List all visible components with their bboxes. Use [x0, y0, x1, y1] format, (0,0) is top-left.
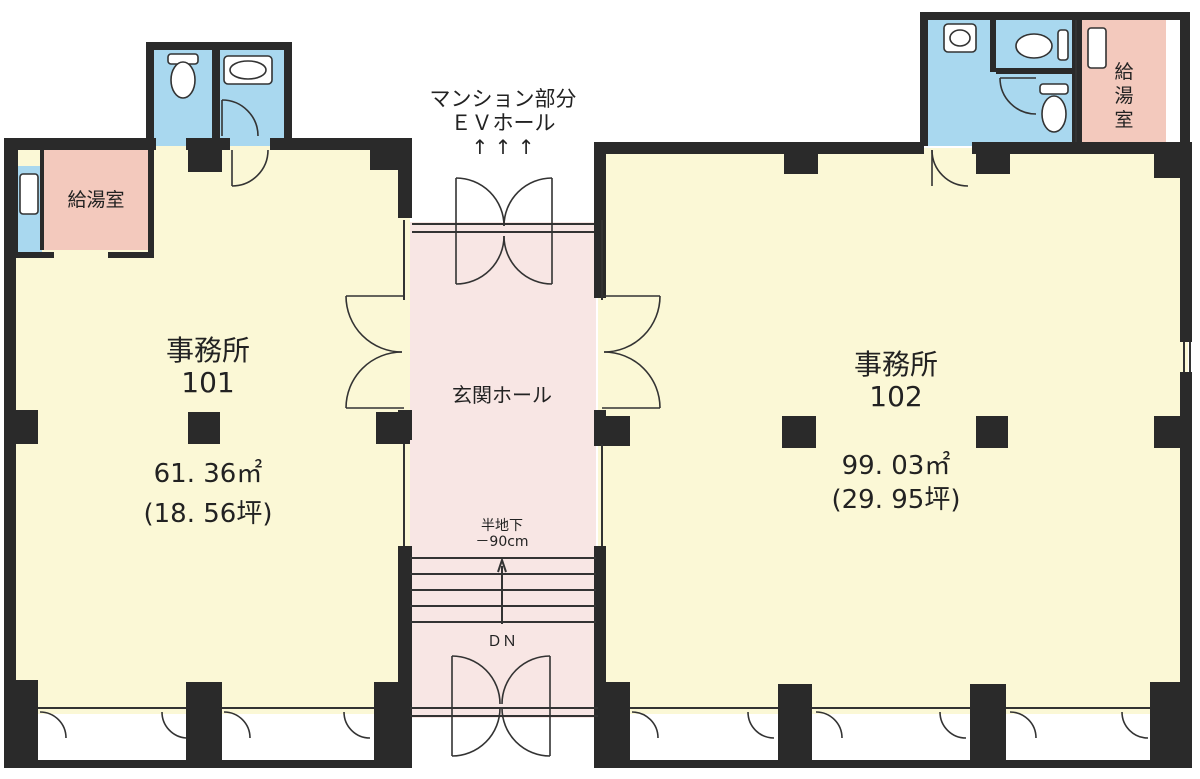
stair-direction-label: ＤＮ — [487, 632, 517, 650]
office-102-area: 99. 03㎡ — [842, 451, 951, 481]
stair-label-line1: 半地下 — [481, 518, 523, 534]
kitchen-101-floor — [40, 150, 152, 250]
office-101-name: 事務所 — [166, 334, 250, 367]
walls — [4, 12, 1192, 768]
office-102-tsubo: (29. 95坪) — [832, 485, 961, 515]
office-101-tsubo: (18. 56坪) — [144, 499, 273, 529]
entrance-hall-floor — [410, 222, 596, 718]
ev-hall-label-line1: マンション部分 — [430, 87, 577, 111]
stairs — [410, 556, 596, 624]
office-102-name: 事務所 — [854, 348, 938, 381]
entrance-hall-label: 玄関ホール — [452, 383, 552, 407]
office-102-floor — [598, 148, 1188, 714]
fixtures — [19, 20, 1107, 215]
hall-rails — [403, 220, 603, 717]
kitchen-102-label-1: 給 — [1114, 61, 1133, 83]
up-arrows: ↑ ↑ ↑ — [472, 135, 535, 159]
kitchen-101-label: 給湯室 — [67, 189, 124, 211]
window-sills — [38, 342, 1191, 709]
doors — [39, 149, 1149, 757]
kitchen-102-label-2: 湯 — [1114, 85, 1133, 107]
office-101-area: 61. 36㎡ — [154, 459, 263, 489]
stair-label-line2: －90cm — [475, 534, 528, 550]
ev-hall-label-line2: ＥＶホール — [451, 111, 556, 135]
kitchen-102-label-3: 室 — [1114, 109, 1133, 131]
office-101-number: 101 — [181, 366, 234, 399]
office-102-number: 102 — [869, 380, 922, 413]
